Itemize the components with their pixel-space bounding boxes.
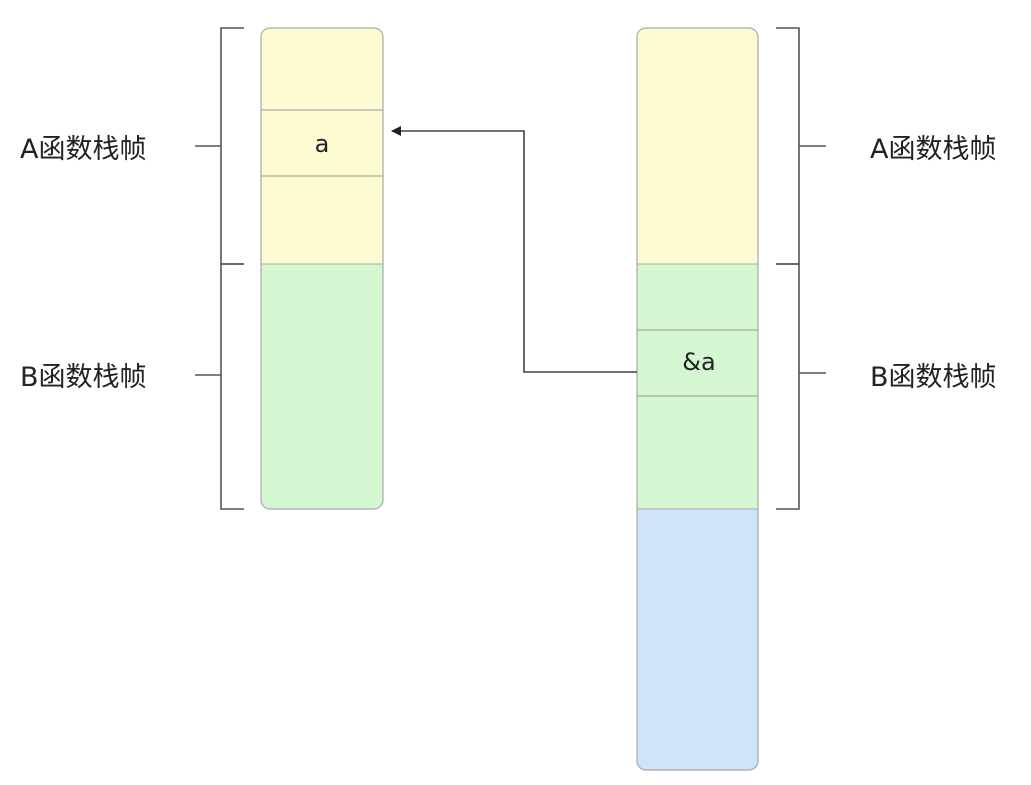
right-frame-a-bracket [776, 27, 800, 265]
left-frame-a-block [261, 28, 383, 264]
left-var-cell-label: a [315, 130, 330, 158]
left-brackets [195, 27, 244, 510]
left-stack: a [260, 27, 384, 510]
right-frame-a-block [637, 28, 758, 264]
right-frame-b-block [637, 264, 758, 509]
right-extra-frame-block [637, 509, 758, 770]
right-frame-a-label: A函数栈帧 [870, 134, 996, 165]
right-brackets [776, 27, 826, 510]
left-frame-b-block [261, 264, 383, 509]
left-frame-a-bracket [220, 27, 244, 265]
right-stack: &a [636, 27, 759, 771]
left-frame-b-label: B函数栈帧 [20, 362, 147, 393]
right-pointer-cell-label: &a [682, 348, 715, 376]
right-frame-b-bracket [776, 263, 800, 510]
right-stack-border [636, 27, 759, 771]
left-frame-a-label: A函数栈帧 [20, 134, 146, 165]
right-frame-b-label: B函数栈帧 [870, 362, 997, 393]
left-frame-b-bracket [220, 263, 244, 510]
pointer-arrow [391, 126, 637, 373]
left-stack-border [260, 27, 384, 510]
